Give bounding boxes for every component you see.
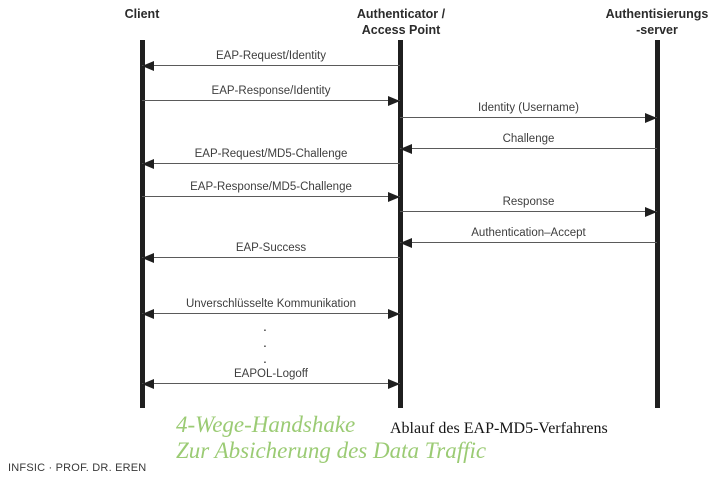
continuation-dots: . . .	[263, 318, 267, 366]
message-label: Authentication–Accept	[471, 227, 586, 239]
arrow-line	[142, 379, 400, 389]
handshake-caption-line1: 4-Wege-Handshake	[176, 412, 356, 437]
message-authentication-accept: Authentication–Accept	[400, 227, 657, 248]
message-eapol-logoff: EAPOL-Logoff	[142, 368, 400, 389]
actor-client: Client	[124, 7, 160, 21]
arrow-line	[400, 238, 657, 248]
arrow-line	[400, 207, 657, 217]
message-label: EAP-Success	[235, 242, 307, 254]
arrow-line	[400, 144, 657, 154]
message-label: Identity (Username)	[478, 102, 579, 114]
message-label: EAP-Request/MD5-Challenge	[194, 148, 348, 160]
arrow-line	[142, 61, 400, 71]
lifeline-authenticator	[398, 40, 403, 408]
message-label: EAPOL-Logoff	[234, 368, 308, 380]
arrow-line	[400, 113, 657, 123]
message-response: Response	[400, 196, 657, 217]
lifeline-auth-server	[655, 40, 660, 408]
footer-credit: INFSIC · PROF. DR. EREN	[8, 462, 147, 474]
message-label: Response	[502, 196, 555, 208]
message-challenge: Challenge	[400, 133, 657, 154]
message-label: EAP-Request/Identity	[216, 50, 326, 62]
arrow-line	[142, 309, 400, 319]
lifeline-client	[140, 40, 145, 408]
diagram-caption: Ablauf des EAP-MD5-Verfahrens	[390, 420, 608, 437]
actor-auth-server: Authentisierungs -server	[605, 7, 709, 37]
message-eap-response-md5-challenge: EAP-Response/MD5-Challenge	[142, 181, 400, 202]
message-label: EAP-Response/Identity	[211, 85, 331, 97]
message-eap-response-identity: EAP-Response/Identity	[142, 85, 400, 106]
message-label: EAP-Response/MD5-Challenge	[190, 181, 352, 193]
arrow-line	[142, 253, 400, 263]
message-label: Unverschlüsselte Kommunikation	[185, 298, 357, 310]
handshake-caption-line2: Zur Absicherung des Data Traffic	[176, 438, 487, 463]
actor-authenticator: Authenticator / Access Point	[356, 7, 446, 37]
message-eap-request-md5-challenge: EAP-Request/MD5-Challenge	[142, 148, 400, 169]
arrow-line	[142, 192, 400, 202]
arrow-line	[142, 159, 400, 169]
arrow-line	[142, 96, 400, 106]
message-eap-request-identity: EAP-Request/Identity	[142, 50, 400, 71]
handshake-caption: 4-Wege-Handshake Zur Absicherung des Dat…	[176, 412, 486, 464]
message-label: Challenge	[502, 133, 555, 145]
message-unencrypted-communication: Unverschlüsselte Kommunikation	[142, 298, 400, 319]
message-identity-username: Identity (Username)	[400, 102, 657, 123]
message-eap-success: EAP-Success	[142, 242, 400, 263]
